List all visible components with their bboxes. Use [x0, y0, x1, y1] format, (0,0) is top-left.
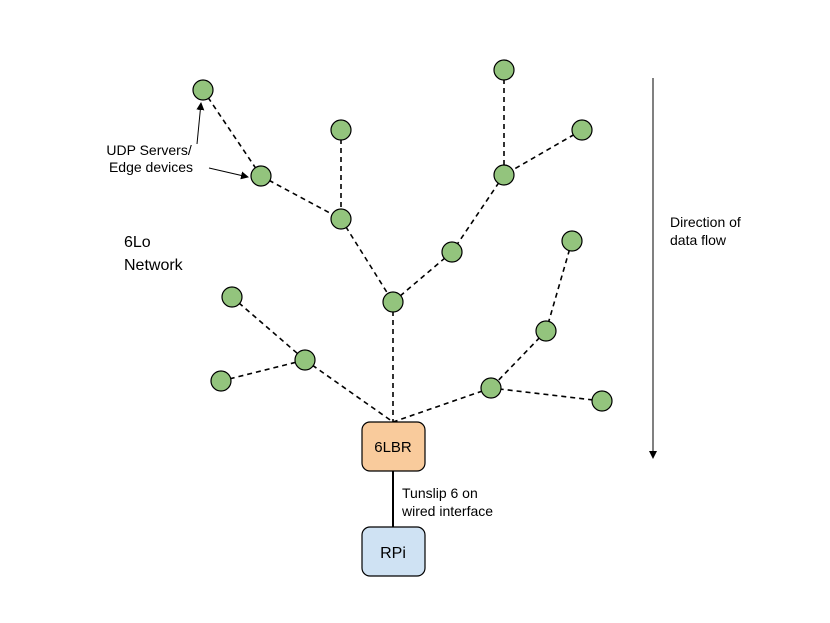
link [392, 387, 492, 423]
servers-label-line-2: Edge devices [109, 159, 193, 175]
network-label: 6Lo Network [124, 234, 184, 274]
link [545, 240, 573, 332]
flow-label-line-1: Direction of [670, 214, 741, 230]
arrow-to-top-node [196, 102, 205, 145]
tunnel-label: Tunslip 6 on wired interface [401, 485, 493, 519]
sensor-node [561, 230, 583, 252]
link [220, 359, 306, 382]
servers-annotation-arrows [196, 102, 249, 180]
arrow-to-edge-node [208, 167, 249, 180]
sensor-node [480, 377, 502, 399]
link [231, 296, 306, 361]
sensor-node [192, 79, 214, 101]
network-label-line-1: 6Lo [124, 234, 151, 251]
link [260, 175, 342, 220]
sensor-nodes [192, 59, 613, 412]
sensor-node [210, 370, 232, 392]
sensor-node [382, 291, 404, 313]
servers-label: UDP Servers/ Edge devices [106, 142, 195, 175]
link [202, 89, 262, 177]
host-box: RPi [361, 526, 426, 577]
link [451, 174, 505, 253]
host-rect [361, 526, 426, 577]
sensor-node [330, 208, 352, 230]
sensor-node [330, 119, 352, 141]
tunnel-label-line-1: Tunslip 6 on [402, 485, 478, 501]
link [304, 359, 394, 423]
wireless-links [202, 70, 603, 423]
flow-label: Direction of data flow [670, 214, 745, 248]
border-router-label: 6LBR [374, 439, 412, 456]
link [503, 129, 583, 176]
sensor-node [250, 165, 272, 187]
link [340, 218, 394, 303]
border-router-box: 6LBR [361, 421, 426, 472]
tunnel-label-line-2: wired interface [401, 503, 493, 519]
sensor-node [221, 286, 243, 308]
flow-label-line-2: data flow [670, 232, 727, 248]
host-label: RPi [380, 545, 406, 562]
network-label-line-2: Network [124, 257, 184, 274]
sensor-node [294, 349, 316, 371]
sensor-node [493, 59, 515, 81]
sensor-node [571, 119, 593, 141]
link [490, 330, 547, 389]
sensor-node [493, 164, 515, 186]
servers-label-line-1: UDP Servers/ [106, 142, 191, 158]
sensor-node [441, 241, 463, 263]
sensor-node [591, 390, 613, 412]
border-router-rect [361, 421, 426, 472]
link [490, 387, 603, 402]
sensor-node [535, 320, 557, 342]
link [392, 251, 453, 303]
